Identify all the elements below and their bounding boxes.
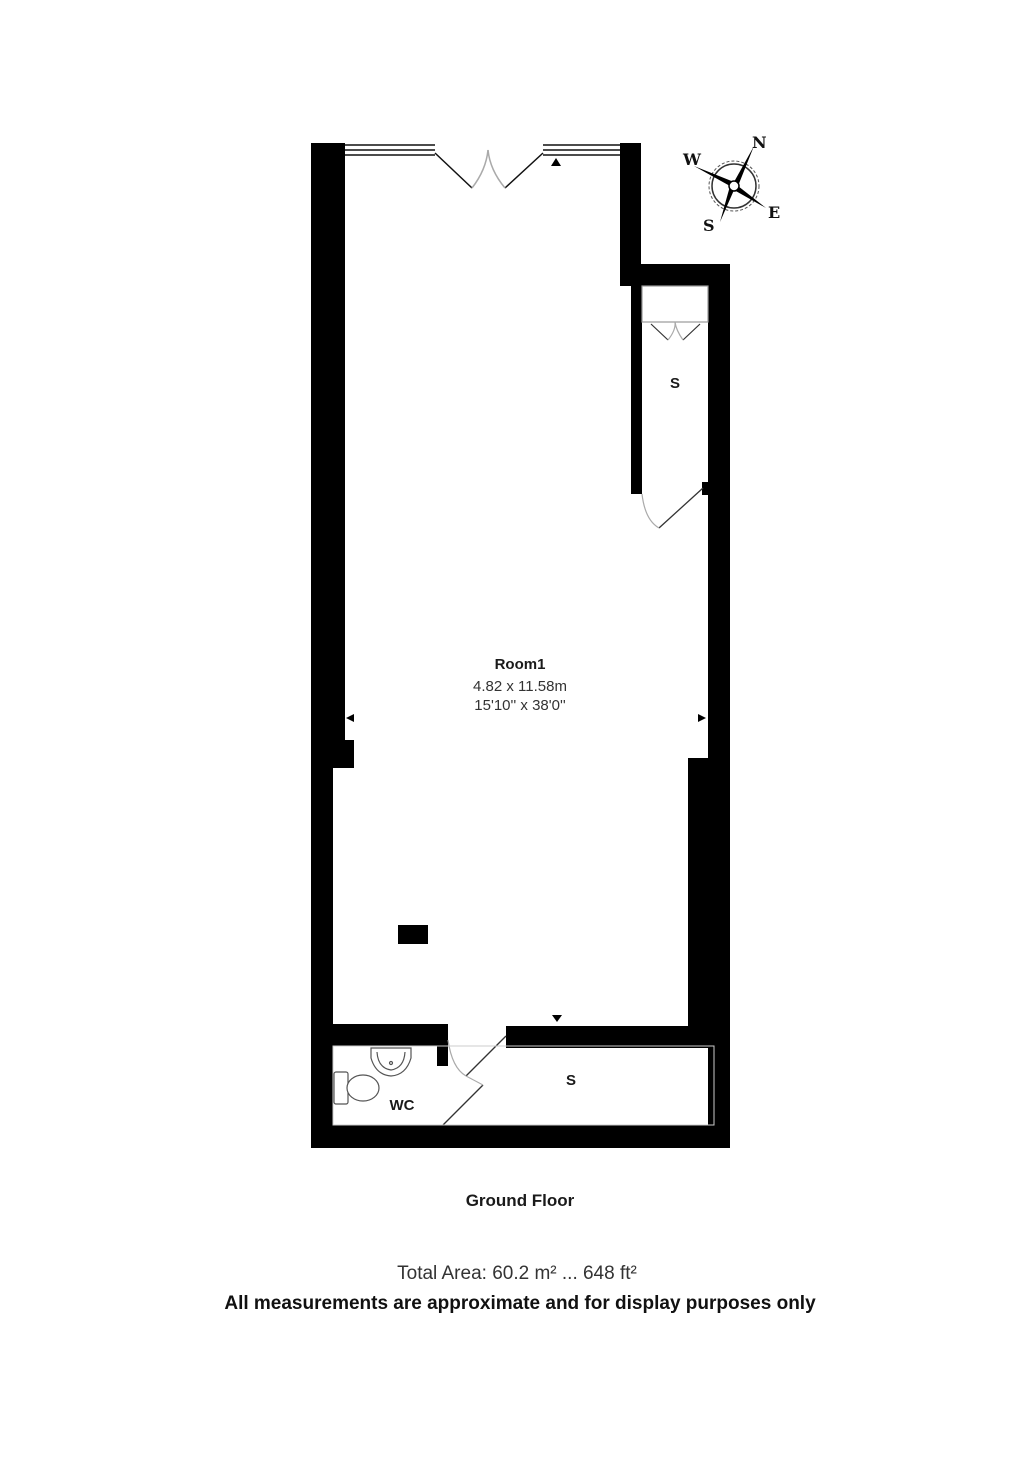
walls <box>311 143 730 1148</box>
compass-icon <box>694 146 766 222</box>
toilet-icon <box>333 1071 380 1105</box>
disclaimer: All measurements are approximate and for… <box>224 1293 816 1314</box>
compass-north: N <box>752 133 767 152</box>
wc-label: WC <box>389 1097 415 1114</box>
store-door <box>641 487 704 529</box>
wc-doors <box>442 1035 507 1126</box>
compass-west: W <box>683 150 701 169</box>
floor-title: Ground Floor <box>465 1191 575 1210</box>
basin-icon <box>370 1047 412 1077</box>
store-cupboard-doors <box>641 285 709 341</box>
total-area: Total Area: 60.2 m² ... 648 ft² <box>397 1263 637 1284</box>
compass-south: S <box>703 216 715 235</box>
store-lower-label: S <box>565 1072 577 1089</box>
room1-dimensions-imperial: 15'10'' x 38'0'' <box>474 697 566 714</box>
room1-label: Room1 <box>494 656 546 673</box>
french-doors <box>345 144 620 189</box>
store-upper-label: S <box>669 375 681 392</box>
compass-east: E <box>768 203 781 222</box>
room1-dimensions-metric: 4.82 x 11.58m <box>473 678 567 695</box>
